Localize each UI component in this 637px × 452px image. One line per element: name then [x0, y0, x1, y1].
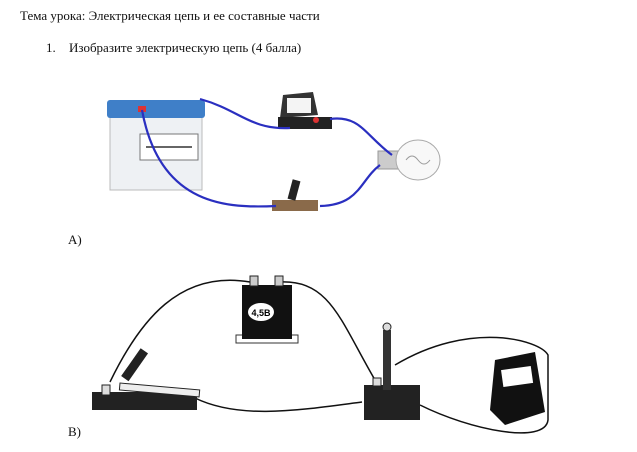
battery-voltage-label: 4,5В — [251, 308, 271, 318]
lamp-stand-b — [364, 322, 420, 420]
battery-a — [107, 100, 205, 191]
ammeter-a — [278, 92, 332, 129]
circuit-b: 4,5В — [92, 275, 549, 434]
switch-b — [92, 348, 201, 410]
switch-a — [272, 179, 318, 211]
task-number: 1. — [46, 40, 56, 55]
battery-b: 4,5В — [235, 275, 299, 344]
wire-a — [140, 97, 393, 208]
wire-b — [109, 279, 549, 434]
circuit-a — [107, 92, 441, 211]
voltmeter-b — [490, 352, 545, 425]
label-a: А) — [68, 232, 82, 247]
bulb-a — [377, 139, 441, 181]
lesson-topic: Тема урока: Электрическая цепь и ее сост… — [20, 8, 320, 23]
label-b: В) — [68, 424, 81, 439]
task-text: Изобразите электрическую цепь (4 балла) — [69, 40, 302, 55]
